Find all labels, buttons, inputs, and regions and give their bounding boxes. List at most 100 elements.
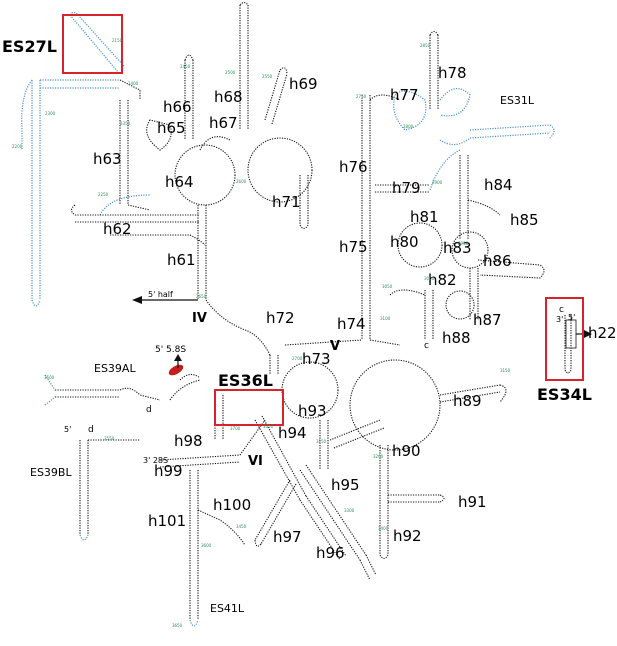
es39al-label: ES39AL: [94, 362, 136, 375]
helix-label-h101: h101: [148, 512, 186, 530]
site-d-label-upper: d: [146, 405, 152, 415]
helix-label-h68: h68: [214, 88, 243, 106]
helix-label-h77: h77: [390, 86, 419, 104]
helix-label-h74: h74: [337, 315, 366, 333]
helix-label-h85: h85: [510, 211, 539, 229]
position-number: 3300: [344, 508, 355, 513]
helix-label-h69: h69: [289, 75, 318, 93]
helix-label-h82: h82: [428, 271, 457, 289]
five-prime-label-es39: 5': [64, 425, 71, 434]
helix-label-h63: h63: [93, 150, 122, 168]
h69-stem: [264, 67, 288, 125]
position-number: 2500: [225, 70, 236, 75]
position-number: 2700: [292, 356, 303, 361]
helix-label-h67: h67: [209, 114, 238, 132]
position-number: 2850: [420, 43, 431, 48]
h65-h67-cluster: [146, 54, 231, 151]
position-number: 2350: [120, 121, 131, 126]
position-number: 2200: [12, 144, 23, 149]
h94-h97-stems: [254, 415, 347, 561]
helix-label-h94: h94: [278, 424, 307, 442]
es34l-label: ES34L: [537, 385, 592, 404]
three-prime-label-es34: 3': [556, 315, 563, 324]
es41l-label: ES41L: [210, 602, 245, 615]
h79-h86-cluster: [375, 155, 545, 320]
es36-highlight-box: [214, 389, 284, 426]
helix-label-h90: h90: [392, 442, 421, 460]
helix-label-h86: h86: [483, 252, 512, 270]
helix-label-h98: h98: [174, 432, 203, 450]
position-number: 3100: [380, 316, 391, 321]
position-number: 2250: [98, 192, 109, 197]
h77-h78-region: [369, 30, 471, 131]
three-prime-28s-label: 3' 28S: [143, 456, 168, 465]
five-prime-label-es34: 5': [568, 313, 575, 322]
position-number: 3050: [382, 284, 393, 289]
position-number: 3550: [104, 436, 115, 441]
helix-label-h81: h81: [410, 208, 439, 226]
es27l-label: ES27L: [2, 37, 57, 56]
helix-label-h100: h100: [213, 496, 251, 514]
helix-label-h92: h92: [393, 527, 422, 545]
h74-h76-stem: [361, 95, 371, 340]
es34-region: [564, 315, 592, 374]
contact-marker: [168, 364, 184, 376]
domain-vi-label: VI: [248, 454, 263, 469]
helix-label-h72: h72: [266, 309, 295, 327]
es36l-label: ES36L: [218, 371, 273, 390]
domain-v-label: V: [330, 339, 340, 354]
position-number: 3150: [500, 368, 511, 373]
helix-label-h88: h88: [442, 329, 471, 347]
annotation-labels: 5' half 5' 5.8S 3' 28S c c d d 5' 3' 5': [64, 290, 575, 465]
domain-labels: IV V VI: [192, 311, 340, 469]
position-number: 3350: [263, 424, 274, 429]
helix-label-h73: h73: [302, 350, 331, 368]
helix-label-h97: h97: [273, 528, 302, 546]
h90-h92-stems: [379, 445, 445, 560]
position-numbers: 2150 2200 2250 2300 2350 2400 2450 2500 …: [12, 38, 511, 628]
site-d-label-lower: d: [88, 425, 94, 435]
position-number: 3500: [44, 375, 55, 380]
position-number: 2300: [45, 111, 56, 116]
es34-highlight-box: [545, 297, 584, 381]
helix-label-h75: h75: [339, 238, 368, 256]
position-number: 2750: [356, 94, 367, 99]
helix-label-h87: h87: [473, 311, 502, 329]
position-number: 2950: [458, 241, 469, 246]
helix-label-h61: h61: [167, 251, 196, 269]
helix-label-h80: h80: [390, 233, 419, 251]
position-number: 2900: [432, 180, 443, 185]
h63-stem: [99, 100, 151, 216]
helix-label-h91: h91: [458, 493, 487, 511]
site-c-label-es34: c: [559, 305, 564, 315]
helix-label-h95: h95: [331, 476, 360, 494]
helix-labels: h22 h61 h62 h63 h64 h65 h66 h67 h68 h69 …: [93, 64, 617, 562]
es31l-label: ES31L: [500, 94, 535, 107]
helix-label-h71: h71: [272, 193, 301, 211]
position-number: 3600: [201, 543, 212, 548]
helix-label-h22: h22: [588, 324, 617, 342]
h88-stem: [389, 289, 434, 340]
position-number: 2450: [180, 64, 191, 69]
helix-label-h65: h65: [157, 119, 186, 137]
helix-label-h62: h62: [103, 220, 132, 238]
position-number: 3450: [236, 524, 247, 529]
five-prime-half-label: 5' half: [148, 290, 173, 299]
helix-label-h79: h79: [392, 179, 421, 197]
es39-region: [44, 374, 161, 541]
es39bl-label: ES39BL: [30, 466, 72, 479]
five-prime-half-arrow: [132, 296, 198, 304]
h62-stem: [70, 204, 206, 246]
domain-iv-v-link: [205, 299, 271, 356]
position-number: 2600: [236, 179, 247, 184]
helix-label-h83: h83: [443, 239, 472, 257]
position-number: 2150: [112, 38, 123, 43]
five-prime-58s-label: 5' 5.8S: [155, 345, 186, 355]
helix-label-h89: h89: [453, 392, 482, 410]
position-number: 3400: [378, 526, 389, 531]
expansion-segment-labels: ES27L ES36L ES34L ES31L ES39AL ES39BL ES…: [2, 37, 592, 615]
helix-label-h64: h64: [165, 173, 194, 191]
es27-highlight-box: [62, 14, 123, 74]
helix-label-h96: h96: [316, 544, 345, 562]
